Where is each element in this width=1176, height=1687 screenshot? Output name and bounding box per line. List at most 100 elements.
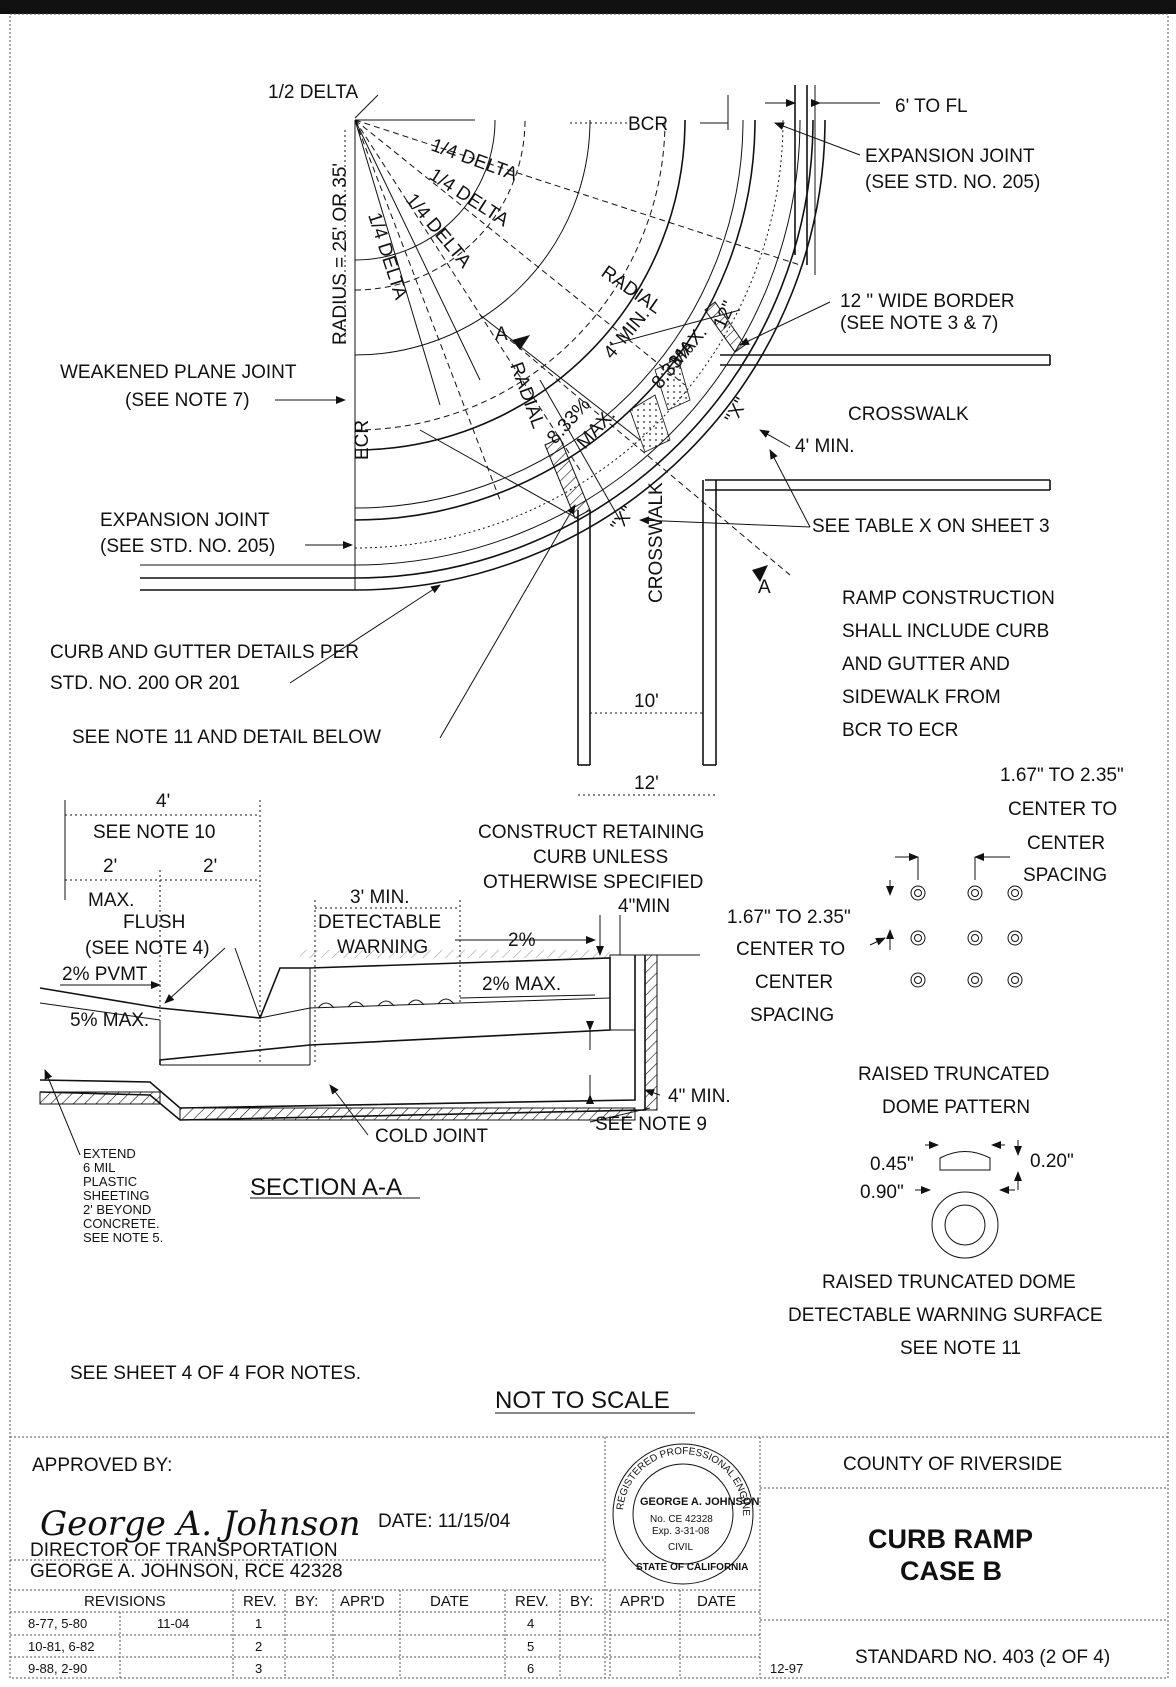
bcr-label: BCR xyxy=(628,114,668,135)
see-note-11-label: SEE NOTE 11 AND DETAIL BELOW xyxy=(72,727,381,748)
ramp-note-line: SIDEWALK FROM xyxy=(842,687,1001,708)
extend-line: 6 MIL xyxy=(83,1160,116,1175)
rev-number: 3 xyxy=(255,1661,262,1676)
extend-line: CONCRETE. xyxy=(83,1216,160,1231)
extend-line: SEE NOTE 5. xyxy=(83,1230,163,1245)
truncated-dome xyxy=(1007,930,1023,946)
spacing-top-line: 1.67" TO 2.35" xyxy=(1000,765,1124,786)
quarter-delta-label-4: 1/4 DELTA xyxy=(363,210,411,303)
ecr-label: ECR xyxy=(352,420,373,460)
see-note-9-label: SEE NOTE 9 xyxy=(595,1114,707,1135)
a-mark-bottom: A xyxy=(758,577,771,598)
seal-name: GEORGE A. JOHNSON xyxy=(640,1496,759,1508)
three-min-label: 3' MIN. xyxy=(350,887,410,908)
extend-sheeting-note: EXTEND 6 MIL PLASTIC SHEETING 2' BEYOND … xyxy=(83,1146,163,1245)
dim-090: 0.90" xyxy=(860,1182,904,1203)
spacing-left-line: CENTER xyxy=(755,972,833,993)
rev-number: 6 xyxy=(527,1661,534,1676)
curb-gutter-label-2: STD. NO. 200 OR 201 xyxy=(50,673,240,694)
director-name: GEORGE A. JOHNSON, RCE 42328 xyxy=(30,1561,343,1582)
seal-expiry: Exp. 3-31-08 xyxy=(652,1526,710,1537)
truncated-dome xyxy=(1007,972,1023,988)
see-std-205-label-left: (SEE STD. NO. 205) xyxy=(100,536,275,557)
see-table-x-label: SEE TABLE X ON SHEET 3 xyxy=(812,516,1050,537)
aprd-header: APR'D xyxy=(340,1593,385,1610)
pattern-title-line: DOME PATTERN xyxy=(882,1097,1030,1118)
extend-line: PLASTIC xyxy=(83,1174,137,1189)
border-label: 12 " WIDE BORDER xyxy=(840,291,1015,312)
twelve-ft-label: 12' xyxy=(634,773,659,794)
spacing-left-line: SPACING xyxy=(750,1005,834,1026)
dim-020: 0.20" xyxy=(1030,1151,1074,1172)
date-header: DATE xyxy=(430,1593,469,1610)
standard-number: STANDARD NO. 403 (2 OF 4) xyxy=(855,1647,1110,1668)
rev-header: REV. xyxy=(243,1593,277,1610)
ramp-note-line: BCR TO ECR xyxy=(842,720,959,741)
ramp-construction-note: RAMP CONSTRUCTION SHALL INCLUDE CURB AND… xyxy=(842,588,1055,741)
truncated-dome xyxy=(1007,885,1023,901)
rev-number: 5 xyxy=(527,1639,534,1654)
aprd-header-2: APR'D xyxy=(620,1593,665,1610)
plan-labels: 1/2 DELTA 1/4 DELTA 1/4 DELTA 1/4 DELTA … xyxy=(50,82,1055,794)
dome-detail: 0.45" 0.20" 0.90" RAISED TRUNCATED DOME … xyxy=(788,1140,1103,1359)
curb-gutter-label-1: CURB AND GUTTER DETAILS PER xyxy=(50,642,359,663)
section-a-a xyxy=(39,800,700,1199)
dome-labels: 1.67" TO 2.35" CENTER TO CENTER SPACING … xyxy=(727,765,1124,1118)
see-note-4-label: (SEE NOTE 4) xyxy=(85,938,210,959)
crosswalk-label-right: CROSSWALK xyxy=(848,404,969,425)
plan-view xyxy=(140,85,1051,796)
five-max-label: 5% MAX. xyxy=(70,1010,149,1031)
truncated-dome xyxy=(910,885,926,901)
approval-date: DATE: 11/15/04 xyxy=(378,1511,511,1532)
expansion-joint-label-top: EXPANSION JOINT xyxy=(865,146,1035,167)
four-min-label: 4' MIN. xyxy=(600,304,654,363)
by-header-2: BY: xyxy=(570,1593,593,1610)
two-max-label: 2% MAX. xyxy=(482,974,561,995)
not-to-scale: NOT TO SCALE xyxy=(495,1387,670,1414)
a-mark-top: A xyxy=(495,324,508,345)
truncated-dome xyxy=(967,972,983,988)
spacing-top-line: CENTER TO xyxy=(1008,799,1117,820)
notes-reference: SEE SHEET 4 OF 4 FOR NOTES. xyxy=(70,1363,361,1384)
retaining-line: OTHERWISE SPECIFIED xyxy=(483,872,703,893)
county-name: COUNTY OF RIVERSIDE xyxy=(843,1454,1062,1475)
half-delta-label: 1/2 DELTA xyxy=(268,82,358,103)
see-note-3-7-label: (SEE NOTE 3 & 7) xyxy=(840,313,998,334)
expansion-joint-label-left: EXPANSION JOINT xyxy=(100,510,270,531)
max-label: MAX. xyxy=(88,890,134,911)
pattern-title-line: RAISED TRUNCATED xyxy=(858,1064,1049,1085)
by-header: BY: xyxy=(295,1593,318,1610)
rev-number: 2 xyxy=(255,1639,262,1654)
two-ft-label-left: 2' xyxy=(103,856,117,877)
rev-number: 1 xyxy=(255,1616,262,1631)
retaining-line: CONSTRUCT RETAINING xyxy=(478,822,704,843)
ramp-note-line: RAMP CONSTRUCTION xyxy=(842,588,1055,609)
sheet-border xyxy=(9,13,1169,1679)
rev-history-cell: 10-81, 6-82 xyxy=(28,1639,95,1654)
rev-history-cell: 9-88, 2-90 xyxy=(28,1661,87,1676)
ramp-note-line: SHALL INCLUDE CURB xyxy=(842,621,1049,642)
rev-history-cell: 11-04 xyxy=(157,1616,189,1631)
weakened-joint-label: WEAKENED PLANE JOINT xyxy=(60,362,297,383)
surface-title-line: DETECTABLE WARNING SURFACE xyxy=(788,1305,1103,1326)
truncated-dome xyxy=(967,930,983,946)
truncated-dome xyxy=(910,930,926,946)
code-label: 12-97 xyxy=(770,1661,803,1676)
extend-line: EXTEND xyxy=(83,1146,136,1161)
seal-civil: CIVIL xyxy=(668,1542,693,1553)
extend-line: 2' BEYOND xyxy=(83,1202,151,1217)
signature: George A. Johnson xyxy=(40,1504,361,1544)
x-mark-right: "X" xyxy=(721,394,752,427)
spacing-left-line: CENTER TO xyxy=(736,939,845,960)
rev-history-cell: 8-77, 5-80 xyxy=(28,1616,87,1631)
four-min-right-label: 4' MIN. xyxy=(795,436,855,457)
cold-joint-label: COLD JOINT xyxy=(375,1126,488,1147)
dome-pattern xyxy=(869,853,1023,988)
crosswalk-label-vertical: CROSSWALK xyxy=(646,482,667,603)
retaining-line: CURB UNLESS xyxy=(533,847,668,868)
warning-label: WARNING xyxy=(337,937,428,958)
truncated-dome xyxy=(910,972,926,988)
section-labels: 4' SEE NOTE 10 2' 2' MAX. FLUSH (SEE NOT… xyxy=(62,791,731,1245)
